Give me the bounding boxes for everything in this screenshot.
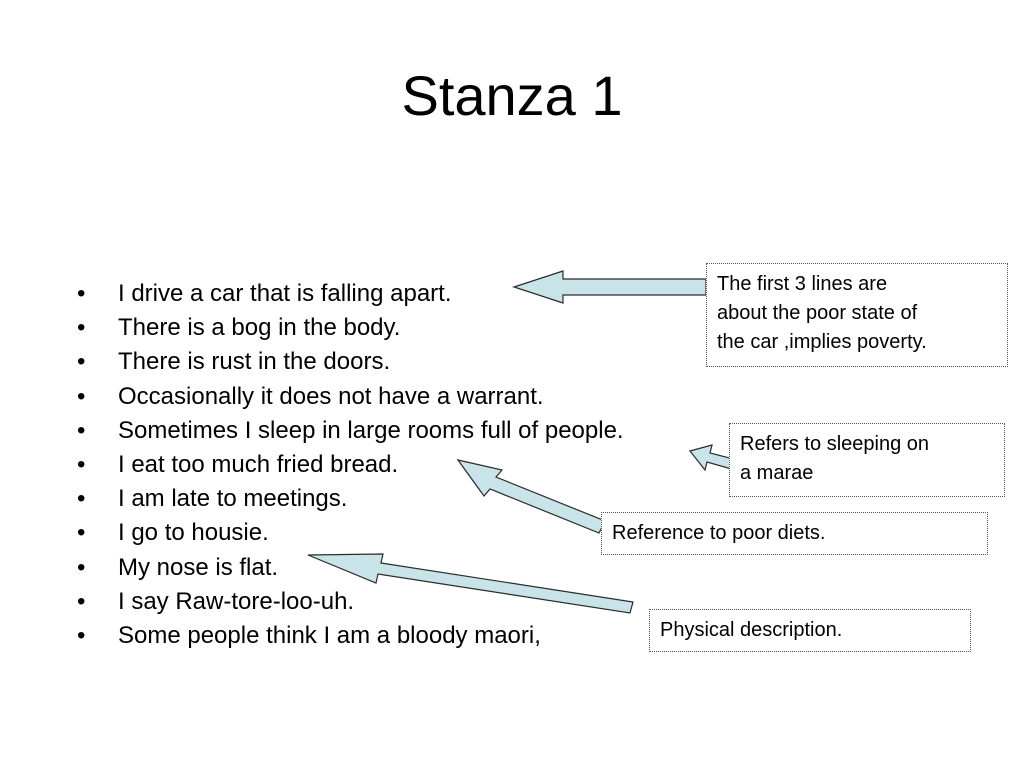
bullet-text: Some people think I am a bloody maori, [118,621,541,649]
bullet-text: I say Raw-tore-loo-uh. [118,587,355,615]
bullet-text: There is rust in the doors. [118,348,391,376]
bullet-icon: • [77,450,86,478]
bullet-icon: • [77,280,86,307]
bullet-icon: • [77,621,86,649]
note-line: the car ,implies poverty. [717,331,927,353]
bullet-text: There is a bog in the body. [118,314,401,342]
arrow-to-line-6 [456,459,606,534]
bullet-text: Sometimes I sleep in large rooms full of… [118,416,624,444]
bullet-text: I drive a car that is falling apart. [118,280,452,307]
bullet-text: I eat too much fried bread. [118,450,399,478]
arrow-to-line-1 [512,270,707,304]
bullet-icon: • [77,382,86,410]
bullet-icon: • [77,314,86,342]
bullet-icon: • [77,553,86,581]
bullet-text: I am late to meetings. [118,485,348,513]
note-line: Reference to poor diets. [612,522,826,544]
note-car-poverty: The first 3 lines are about the poor sta… [706,263,1008,367]
note-physical-description: Physical description. [649,609,971,652]
slide-title: Stanza 1 [401,64,623,127]
note-line: a marae [740,462,814,484]
bullet-icon: • [77,416,86,444]
bullet-icon: • [77,348,86,376]
note-line: Physical description. [660,619,843,641]
bullet-text: Occasionally it does not have a warrant. [118,382,544,410]
note-line: Refers to sleeping on [740,433,930,455]
bullet-text: I go to housie. [118,519,269,547]
arrow-to-line-9 [307,553,634,614]
note-poor-diets: Reference to poor diets. [601,512,988,555]
note-line: The first 3 lines are [717,273,888,295]
bullet-icon: • [77,485,86,513]
bullet-text: My nose is flat. [118,553,279,581]
bullet-icon: • [77,519,86,547]
bullet-icon: • [77,587,86,615]
note-marae: Refers to sleeping on a marae [729,423,1005,497]
note-line: about the poor state of [717,302,918,324]
